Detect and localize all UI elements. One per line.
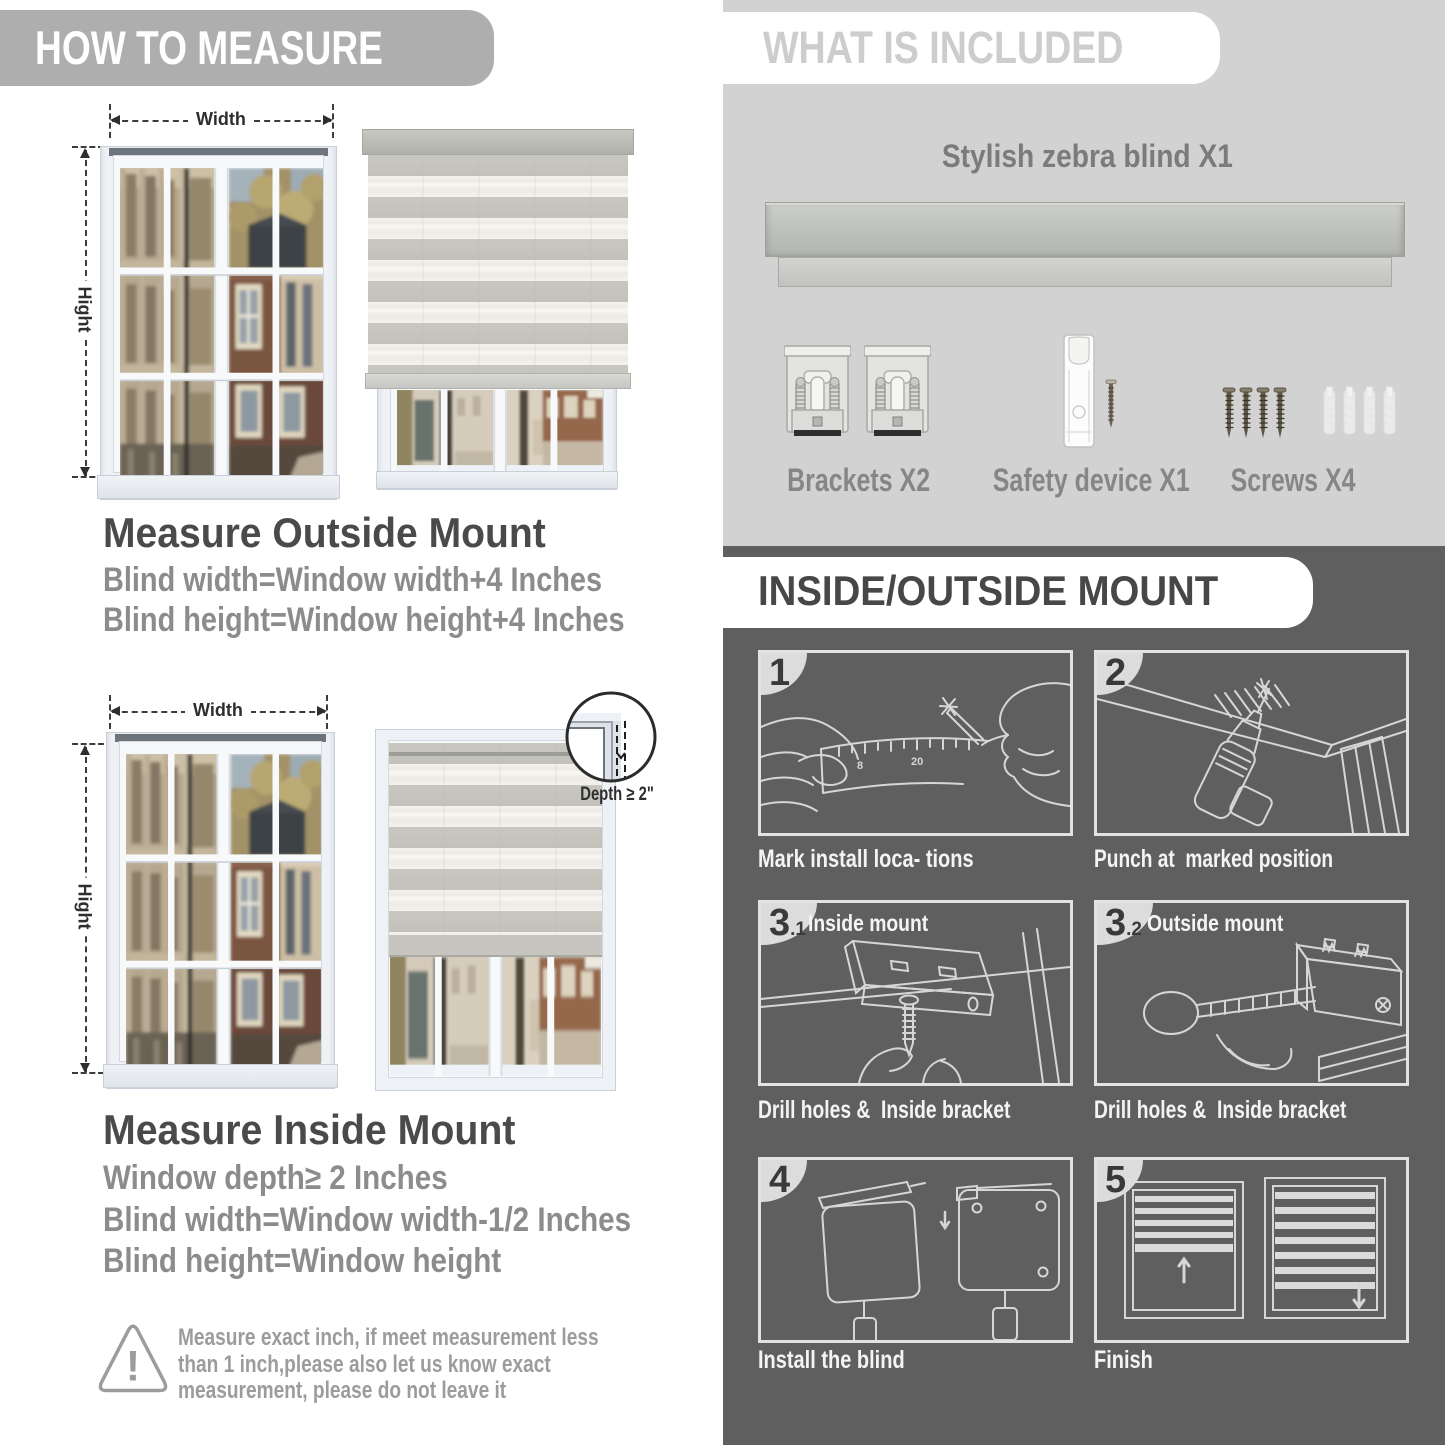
svg-text:8: 8 [857,760,863,772]
svg-text:20: 20 [911,756,923,768]
svg-text:!: ! [126,1342,140,1390]
